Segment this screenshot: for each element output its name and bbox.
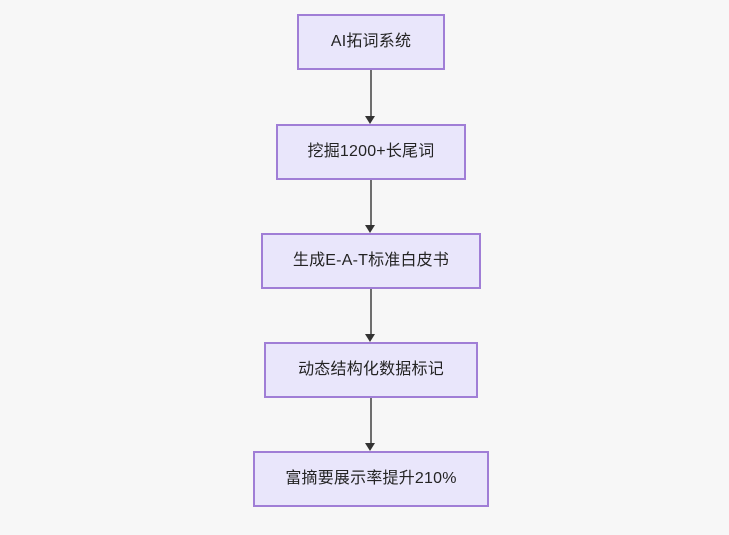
flow-node-label: AI拓词系统 (330, 33, 412, 51)
arrowhead-node2-icon (364, 116, 375, 124)
flow-node-ai-keyword-system[interactable]: AI拓词系统 (297, 14, 445, 70)
connector-node1-node2 (370, 70, 372, 116)
flow-node-label: 生成E-A-T标准白皮书 (292, 252, 450, 270)
flow-node-label: 挖掘1200+长尾词 (307, 143, 435, 161)
flow-node-mine-longtail-keywords[interactable]: 挖掘1200+长尾词 (276, 124, 466, 180)
arrowhead-node4-icon (364, 334, 375, 342)
connector-node3-node4 (370, 289, 372, 334)
arrowhead-node5-icon (364, 443, 375, 451)
flow-node-dynamic-structured-data-markup[interactable]: 动态结构化数据标记 (264, 342, 478, 398)
connector-node4-node5 (370, 398, 372, 443)
arrowhead-node3-icon (364, 225, 375, 233)
flow-node-rich-snippet-impression-uplift[interactable]: 富摘要展示率提升210% (253, 451, 489, 507)
flow-node-label: 动态结构化数据标记 (298, 361, 444, 379)
flow-node-generate-eat-whitepaper[interactable]: 生成E-A-T标准白皮书 (261, 233, 481, 289)
flow-node-label: 富摘要展示率提升210% (285, 470, 457, 488)
connector-node2-node3 (370, 180, 372, 225)
